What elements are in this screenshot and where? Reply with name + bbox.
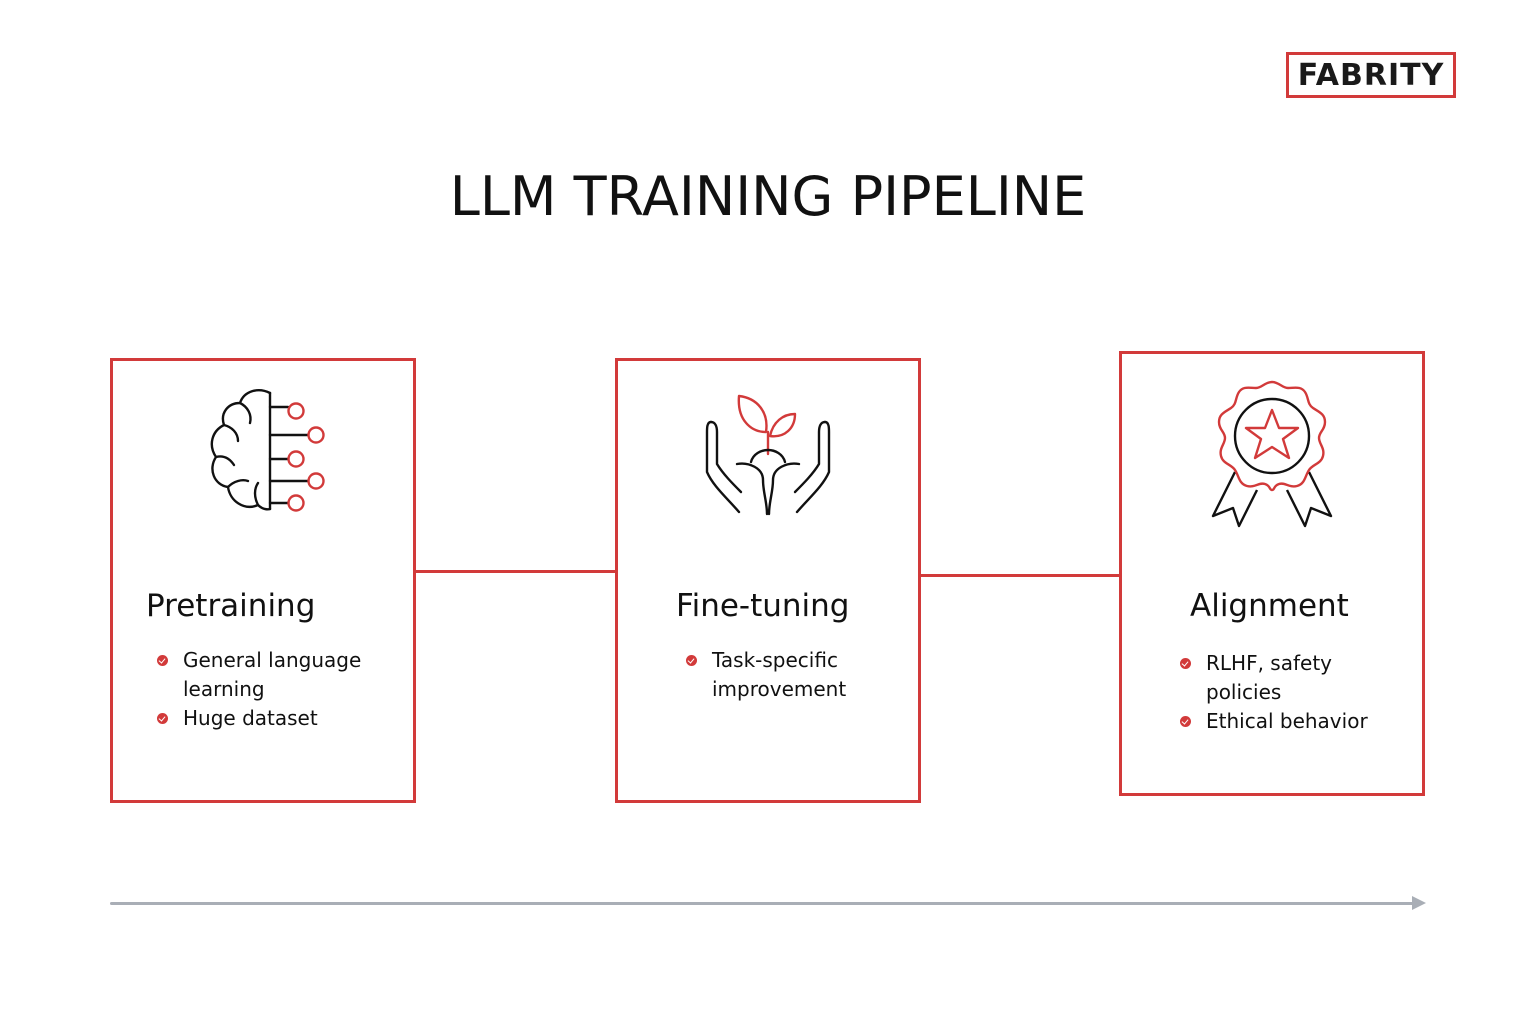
stage-title-pretraining: Pretraining [146, 588, 316, 624]
bullet-text: Ethical behavior [1206, 709, 1368, 733]
brain-circuit-icon [210, 389, 325, 512]
bullet-item: Task-specific improvement [686, 646, 906, 704]
check-icon [686, 655, 697, 666]
stage-title-fine-tuning: Fine-tuning [676, 588, 850, 624]
bullet-text: General language learning [183, 648, 362, 701]
stage-card-pretraining [110, 358, 416, 803]
check-icon [157, 655, 168, 666]
award-rosette-icon [1211, 380, 1333, 528]
connector-2-3 [919, 574, 1120, 577]
bullet-text: Task-specific improvement [712, 648, 847, 701]
check-icon [1180, 716, 1191, 727]
bullet-text: Huge dataset [183, 706, 318, 730]
bullet-item: RLHF, safety policies [1180, 649, 1410, 707]
timeline-arrow-line [110, 902, 1415, 905]
bullet-list-pretraining: General language learning Huge dataset [157, 646, 397, 733]
connector-1-2 [415, 570, 616, 573]
hands-sprout-icon [705, 394, 831, 516]
bullet-item: General language learning [157, 646, 397, 704]
check-icon [157, 713, 168, 724]
bullet-list-fine-tuning: Task-specific improvement [686, 646, 906, 704]
page-title: LLM TRAINING PIPELINE [449, 165, 1087, 228]
bullet-text: RLHF, safety policies [1206, 651, 1332, 704]
bullet-item: Huge dataset [157, 704, 397, 733]
stage-title-alignment: Alignment [1190, 588, 1349, 624]
bullet-item: Ethical behavior [1180, 707, 1410, 736]
check-icon [1180, 658, 1191, 669]
arrow-head-icon [1412, 896, 1426, 910]
fabrity-logo: FABRITY [1286, 52, 1456, 98]
bullet-list-alignment: RLHF, safety policies Ethical behavior [1180, 649, 1410, 736]
